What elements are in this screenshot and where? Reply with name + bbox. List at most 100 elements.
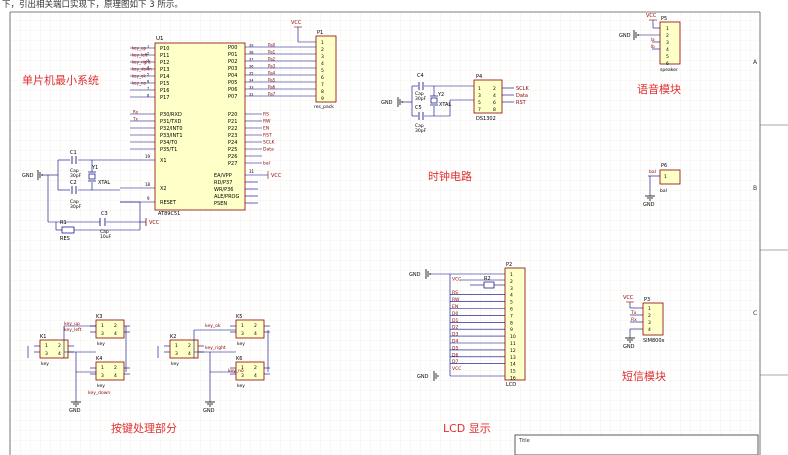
lcd-pin-number: 5 — [510, 300, 513, 306]
sms-p3-designator: P3 — [644, 297, 650, 303]
mcu-pin-rst: 9 — [147, 196, 150, 201]
key-switch-k5 — [235, 319, 265, 339]
voice-vcc-label: VCC — [646, 13, 657, 19]
key-pin-number: 2 — [114, 365, 117, 371]
zone-label-c: C — [753, 310, 757, 317]
voice-pin-number: 3 — [666, 40, 669, 46]
lcd-net-label: D4 — [452, 339, 458, 345]
mcu-pin-label: P17 — [160, 95, 169, 101]
key-switch-k2 — [169, 339, 199, 359]
sms-pin-number: 3 — [648, 320, 651, 326]
r1-label: R1 — [60, 220, 67, 226]
mcu-pin-label: P35/T1 — [160, 147, 177, 153]
mcu-pin-label: P27 — [228, 161, 237, 167]
mcu-pin-label: P23 — [228, 133, 237, 139]
c1-label: C1 — [70, 150, 77, 156]
gnd-symbol-lcd2 — [433, 371, 439, 381]
mcu-pin-label: P13 — [160, 67, 169, 73]
crystal-y1 — [88, 171, 96, 182]
mcu-pin-label: P16 — [160, 88, 169, 94]
mcu-pin-number: 39 — [249, 44, 253, 48]
p1-pin-number: 7 — [321, 82, 324, 88]
zone-label-b: B — [753, 185, 757, 192]
gnd-symbol-keys1 — [71, 401, 81, 407]
key-pin-number: 1 — [241, 365, 244, 371]
mcu-pin-label: P10 — [160, 46, 169, 52]
y2-xtal-label: XTAL — [439, 102, 451, 108]
mcu-pin-label: P24 — [228, 140, 237, 146]
p1-vcc-wire — [294, 26, 316, 43]
mcu-pin-label: WR/P36 — [214, 187, 233, 193]
mcu-pin-x2: 18 — [145, 182, 151, 187]
lcd-net-label: VCC — [452, 276, 461, 282]
sms-gnd-label: GND — [623, 344, 635, 350]
section-title-lcd: LCD 显示 — [443, 422, 491, 435]
c3-value: 10uF — [100, 234, 112, 240]
key-part-k6: key — [237, 383, 245, 389]
mcu-net-label: RST — [263, 133, 272, 139]
mcu-net-label: Pa3 — [268, 64, 276, 69]
key-designator-k3: K3 — [96, 314, 102, 320]
sms-pin-number: 2 — [648, 313, 651, 319]
p6-pin1: 1 — [664, 174, 667, 180]
key-pin-number: 3 — [241, 331, 244, 337]
capacitor-c3 — [99, 218, 106, 226]
mcu-pin-label: PSEN — [214, 201, 227, 207]
title-block-label: Title — [518, 438, 530, 444]
mcu-pin-number: 35 — [249, 72, 253, 76]
key-net-down: key_down — [88, 390, 110, 396]
mcu-pin-label: P03 — [228, 66, 237, 72]
key-designator-k4: K4 — [96, 356, 102, 362]
gnd-symbol-clock — [397, 97, 403, 107]
key-switch-k3 — [95, 319, 125, 339]
lcd-p2-designator: P2 — [506, 262, 512, 268]
mcu-pin-label: EA/VPP — [214, 173, 232, 179]
capacitor-c4 — [418, 82, 424, 90]
lcd-net-label: EN — [452, 304, 458, 310]
mcu-ea-vcc — [245, 171, 269, 179]
lcd-fixed-wires — [430, 273, 505, 377]
p1-pin-number: 9 — [321, 96, 324, 102]
lcd-net-label: D2 — [452, 325, 458, 331]
mcu-pin-label: P07 — [228, 94, 237, 100]
mcu-pin-label: P32/INT0 — [160, 126, 183, 132]
p1-pin-number: 6 — [321, 75, 324, 81]
mcu-left-mid-pins: P30/RXDRxP31/TXDTxP32/INT0P33/INT1P34/T0… — [130, 110, 183, 153]
capacitor-c2 — [71, 186, 77, 194]
p6-part: bal — [660, 188, 667, 194]
header-text: 下，引出相关端口实现下，原理图如下 3 所示。 — [2, 0, 183, 10]
gnd-symbol-sms — [625, 337, 635, 343]
lcd-pin-number: 10 — [510, 334, 516, 340]
key-pin-number: 4 — [254, 373, 257, 379]
p1-vcc-label: VCC — [291, 20, 302, 26]
mcu-gnd-label: GND — [22, 173, 34, 179]
mcu-net-label: Pa7 — [268, 92, 276, 97]
mcu-pin-ea: 31 — [249, 169, 255, 174]
mcu-pin-label: P12 — [160, 60, 169, 66]
ds1302-designator: P4 — [476, 74, 482, 80]
key-pin-number: 1 — [101, 365, 104, 371]
r2-label: R2 — [484, 276, 491, 282]
key-net-right: key_right — [205, 345, 226, 351]
sms-vcc-label: VCC — [623, 295, 634, 301]
p1-pin-number: 8 — [321, 89, 324, 95]
sms-p3-part: SIM800x — [643, 338, 665, 344]
lcd-pin-number: 15 — [510, 369, 516, 375]
key-net-no: key_no — [228, 368, 244, 374]
key-pin-number: 1 — [101, 323, 104, 329]
c2-label: C2 — [70, 180, 77, 186]
c5-label: C5 — [415, 105, 422, 111]
c1-cap-label: Cap — [70, 168, 79, 174]
mcu-pin-number: 1 — [147, 45, 149, 49]
mcu-body — [154, 42, 246, 211]
resistor-r2 — [483, 281, 495, 289]
section-title-sms: 短信模块 — [622, 369, 666, 383]
lcd-pin-number: 12 — [510, 348, 516, 354]
crystal-y2 — [430, 95, 438, 106]
voice-wires — [638, 19, 660, 50]
resistor-r1 — [61, 226, 75, 234]
lcd-net-label: D5 — [452, 345, 458, 351]
